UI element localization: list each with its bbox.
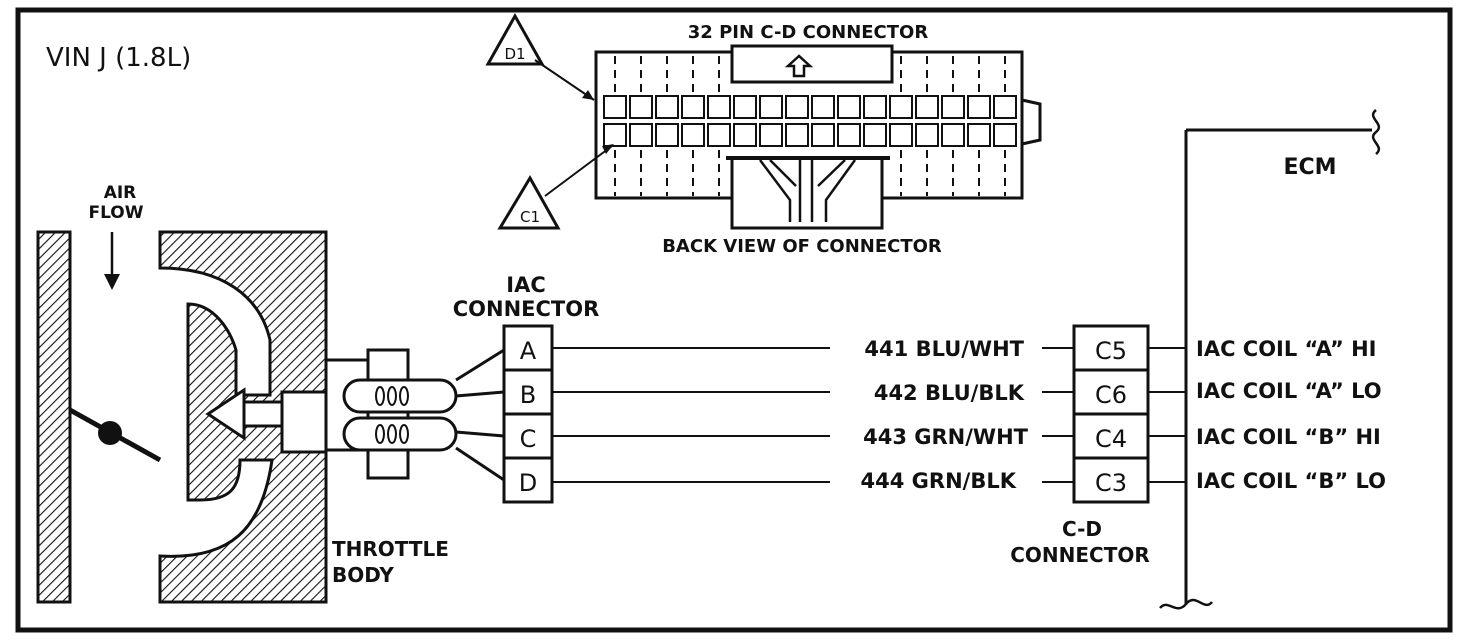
ecm-function-a-hi: IAC COIL “A” HI [1196, 337, 1376, 361]
pin-cavity [681, 123, 705, 147]
air-flow-label-line2: FLOW [88, 203, 143, 223]
cd-connector-label-line2: CONNECTOR [1010, 543, 1150, 567]
back-view-label: BACK VIEW OF CONNECTOR [662, 236, 942, 257]
coil-winding [375, 386, 385, 406]
d1-pointer [534, 59, 595, 101]
c1-marker [497, 175, 561, 230]
pin-cavity [889, 95, 913, 119]
ecm-function-b-lo: IAC COIL “B” LO [1196, 469, 1386, 493]
throttle-body: AIR FLOW THROTTLE BODY [36, 183, 458, 604]
iac-pin-c: C [520, 425, 537, 453]
ecm-break-bottom-icon [1159, 598, 1213, 610]
iac-pin-d: D [519, 469, 537, 497]
cd-pin-c4: C4 [1095, 425, 1127, 453]
c1-marker-label: C1 [520, 208, 540, 226]
pin-cavity [811, 123, 835, 147]
pin-cavity [785, 95, 809, 119]
pin-cavity [863, 123, 887, 147]
coil-winding [399, 424, 409, 444]
coil-winding [375, 424, 385, 444]
pin-cavity [603, 123, 627, 147]
vin-label: VIN J (1.8L) [46, 43, 191, 73]
pin-cavity [993, 95, 1017, 119]
connector-harness-boot [730, 156, 884, 230]
pin-cavity [941, 123, 965, 147]
iac-connector: IAC CONNECTOR A B C D [453, 273, 600, 504]
pin-cavity [785, 123, 809, 147]
coil-winding [399, 386, 409, 406]
iac-pigtail-wires [455, 348, 505, 482]
iac-pin-a: A [520, 337, 537, 365]
throttle-body-label-line1: THROTTLE [332, 537, 449, 561]
pin-cavity [993, 123, 1017, 147]
pin-cavity [863, 95, 887, 119]
c-d-connector-back-view: 32 PIN C-D CONNECTOR BACK VIEW OF CONNEC… [485, 12, 1042, 257]
pin-cavity [941, 95, 965, 119]
harness-wires [759, 159, 857, 222]
d1-marker [485, 12, 545, 66]
circuit-wires: 441 BLU/WHT 442 BLU/BLK 443 GRN/WHT 444 … [552, 337, 1074, 493]
ecm: ECM IAC COIL “A” HI IAC COIL “A” LO IAC … [1148, 109, 1386, 610]
air-flow-label-line1: AIR [104, 183, 137, 203]
pin-cavity [681, 95, 705, 119]
ecm-function-b-hi: IAC COIL “B” HI [1196, 425, 1381, 449]
pin-cavities [603, 95, 1017, 147]
wire-441-label: 441 BLU/WHT [864, 337, 1024, 361]
pin-cavity [915, 123, 939, 147]
iac-connector-title-line2: CONNECTOR [453, 297, 600, 321]
wire-442-label: 442 BLU/BLK [874, 381, 1025, 405]
pin-cavity [733, 123, 757, 147]
cd-connector-label-line1: C-D [1062, 517, 1102, 541]
connector-key [730, 44, 894, 84]
pin-cavity [889, 123, 913, 147]
pin-cavity [733, 95, 757, 119]
wire-444-label: 444 GRN/BLK [861, 469, 1017, 493]
coil-winding [387, 424, 397, 444]
ecm-function-a-lo: IAC COIL “A” LO [1196, 379, 1382, 403]
ecm-break-top-icon [1371, 109, 1381, 155]
pin-cavity [915, 95, 939, 119]
pin-cavity [707, 123, 731, 147]
pin-cavity [759, 123, 783, 147]
cd-pin-c6: C6 [1095, 381, 1127, 409]
pin-cavity [967, 95, 991, 119]
c1-pointer [544, 145, 613, 197]
pin-cavity [837, 123, 861, 147]
d1-marker-label: D1 [504, 45, 525, 63]
pin-cavity [967, 123, 991, 147]
c-d-connector: C5 C6 C4 C3 C-D CONNECTOR [1010, 324, 1150, 567]
cd-pin-c5: C5 [1095, 337, 1127, 365]
cavity-dividers [614, 56, 1006, 196]
diagram-frame [15, 7, 1453, 633]
pin-cavity [707, 95, 731, 119]
wire-443-label: 443 GRN/WHT [863, 425, 1029, 449]
throttle-bore-left-wall [36, 230, 72, 604]
iac-connector-title-line1: IAC [506, 273, 545, 297]
ecm-label: ECM [1283, 155, 1336, 180]
iac-valve-body [280, 390, 328, 454]
throttle-shaft-icon [98, 421, 122, 445]
connector-latch [1021, 98, 1042, 146]
pin-cavity [603, 95, 627, 119]
pin-cavity [629, 123, 653, 147]
orientation-arrow-icon [784, 54, 814, 78]
pin-cavity [655, 95, 679, 119]
pin-cavity [629, 95, 653, 119]
c-d-connector-title: 32 PIN C-D CONNECTOR [688, 22, 929, 43]
cd-pin-c3: C3 [1095, 469, 1127, 497]
pin-cavity [759, 95, 783, 119]
pin-cavity [837, 95, 861, 119]
iac-pin-b: B [520, 381, 536, 409]
pin-cavity [655, 123, 679, 147]
coil-winding [387, 386, 397, 406]
pin-cavity [811, 95, 835, 119]
throttle-body-label-line2: BODY [332, 563, 394, 587]
